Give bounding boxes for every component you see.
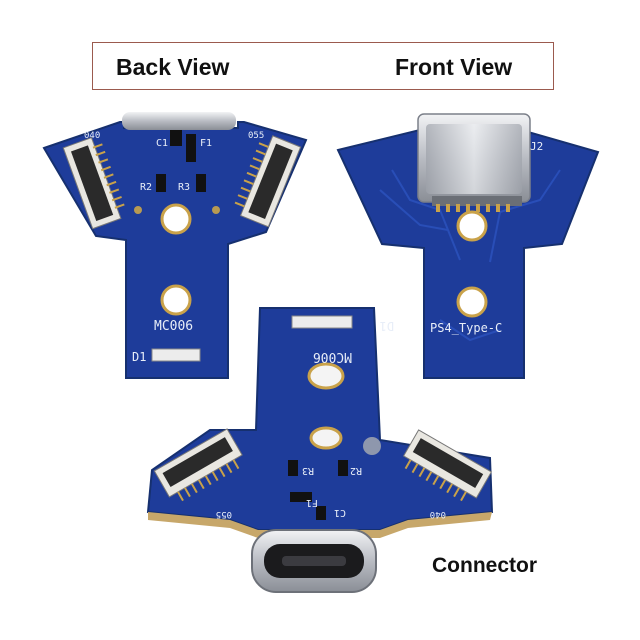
silk-text: MC006 — [313, 349, 352, 364]
smd-component — [338, 460, 348, 476]
back-view-board: 040 055 C1 F1 R2 R3 MC006 D1 — [42, 112, 308, 379]
test-pad — [363, 437, 381, 455]
silk-text: 040 — [84, 131, 100, 141]
usb-c-receptacle — [417, 113, 531, 212]
silk-text: J2 — [530, 140, 543, 153]
silk-text: R3 — [302, 465, 314, 476]
fpc-connector-right — [234, 135, 302, 228]
caption-frame — [92, 42, 554, 90]
silk-text: F1 — [200, 138, 212, 149]
mounting-hole — [160, 284, 192, 316]
smd-component — [290, 492, 312, 502]
mounting-hole — [307, 362, 345, 390]
silk-text: 055 — [216, 509, 232, 519]
front-view-caption: Front View — [395, 54, 513, 80]
smd-component — [288, 460, 298, 476]
led-d1 — [291, 315, 353, 329]
fpc-connector-left — [153, 428, 243, 502]
smd-component — [196, 174, 206, 192]
silk-text: R2 — [350, 465, 362, 476]
connector-caption: Connector — [432, 554, 537, 577]
smd-component — [186, 134, 196, 162]
mounting-hole — [456, 210, 488, 242]
silk-text: C1 — [156, 138, 168, 149]
led-d1 — [151, 348, 201, 362]
smd-component — [316, 506, 326, 520]
usb-c-connector — [251, 529, 377, 593]
mounting-hole — [160, 203, 192, 235]
connector-view-board: D1 MC006 R3 R2 F1 C1 055 040 — [146, 307, 494, 593]
usb-c-shell — [122, 112, 236, 130]
fpc-connector-right — [402, 429, 493, 502]
silk-text: PS4_Type-C — [430, 321, 502, 335]
fpc-connector-left — [62, 136, 125, 230]
smd-component — [170, 130, 182, 146]
mounting-hole — [309, 426, 343, 450]
silk-text: 055 — [248, 131, 264, 141]
back-view-caption: Back View — [116, 54, 230, 80]
silk-text: 040 — [430, 509, 446, 519]
mounting-hole — [456, 286, 488, 318]
silk-text: D1 — [380, 319, 394, 333]
front-view-board: J2 PS4_Type-C — [336, 113, 600, 379]
silk-text: R3 — [178, 182, 190, 193]
smd-component — [156, 174, 166, 192]
silk-text: D1 — [132, 350, 146, 364]
silk-text: MC006 — [154, 319, 193, 334]
silk-text: R2 — [140, 182, 152, 193]
silk-text: F1 — [306, 497, 318, 508]
silk-text: C1 — [334, 507, 346, 518]
